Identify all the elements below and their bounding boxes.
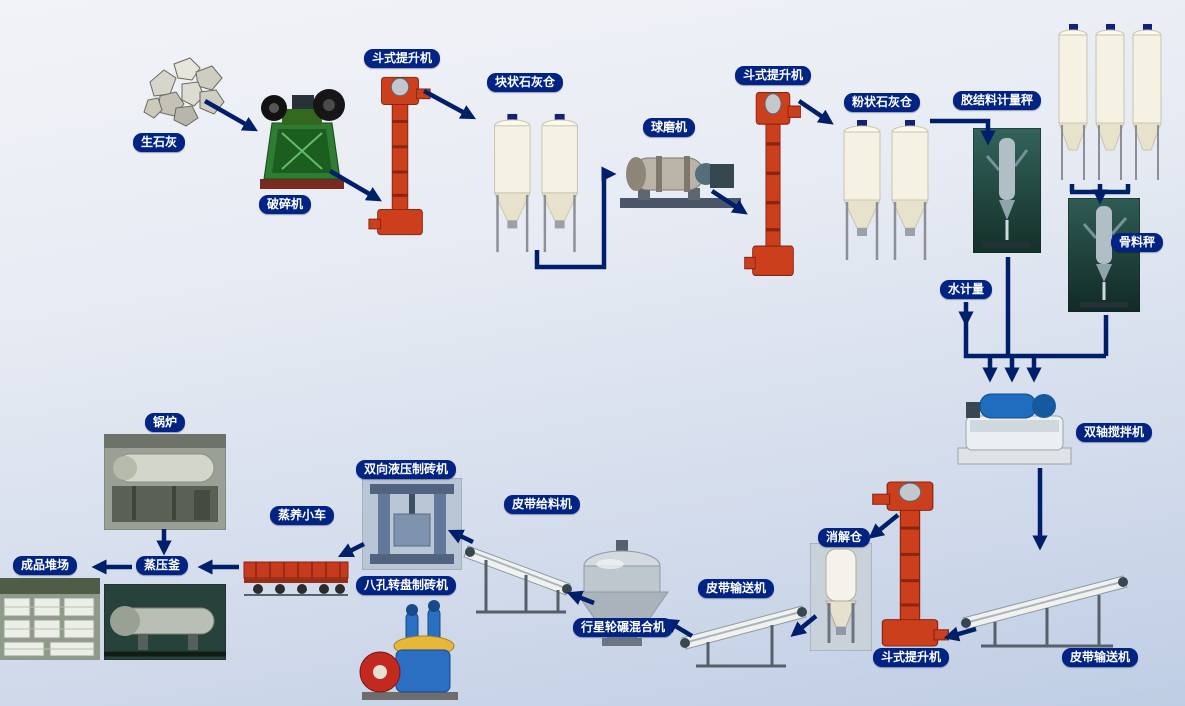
label-planetary-mixer: 行星轮碾混合机 bbox=[573, 618, 674, 637]
label-twin-shaft-mixer: 双轴搅拌机 bbox=[1076, 423, 1153, 442]
label-ball-mill: 球磨机 bbox=[643, 118, 696, 137]
hydraulic-brick-press-photo bbox=[362, 478, 462, 570]
triple-silos-illustration bbox=[1058, 22, 1166, 190]
label-belt-feeder: 皮带给料机 bbox=[504, 495, 581, 514]
belt-feeder-illustration bbox=[462, 520, 577, 620]
label-bucket-elevator-3: 斗式提升机 bbox=[873, 648, 950, 667]
label-product-yard: 成品堆场 bbox=[13, 556, 78, 575]
label-belt-conveyor-right: 皮带输送机 bbox=[1062, 648, 1139, 667]
jaw-crusher-illustration bbox=[252, 83, 352, 195]
label-curing-trolley: 蒸养小车 bbox=[270, 506, 335, 525]
bucket-elevator-2-illustration bbox=[742, 88, 804, 280]
belt-conveyor-mid-illustration bbox=[676, 578, 812, 670]
label-bucket-elevator-1: 斗式提升机 bbox=[364, 49, 441, 68]
planetary-mixer-illustration bbox=[572, 540, 672, 650]
label-hydraulic-brick-press: 双向液压制砖机 bbox=[356, 460, 457, 479]
autoclave-photo bbox=[104, 584, 226, 660]
label-bucket-elevator-2: 斗式提升机 bbox=[735, 66, 812, 85]
binder-metering-scale-photo bbox=[973, 128, 1041, 253]
belt-conveyor-right-illustration bbox=[955, 552, 1137, 650]
label-lump-lime-silo: 块状石灰仓 bbox=[487, 73, 564, 92]
digestion-silo-photo bbox=[810, 543, 872, 651]
label-digestion-silo: 消解仓 bbox=[818, 528, 871, 547]
lump-lime-silo-illustration bbox=[488, 112, 584, 260]
quicklime-rocks-illustration bbox=[140, 52, 232, 130]
label-autoclave: 蒸压釜 bbox=[136, 556, 189, 575]
product-yard-photo bbox=[0, 578, 100, 660]
twin-shaft-mixer-illustration bbox=[952, 382, 1077, 470]
label-belt-conveyor-mid: 皮带输送机 bbox=[698, 579, 775, 598]
aggregate-scale-photo bbox=[1068, 198, 1140, 312]
label-powder-lime-silo: 粉状石灰仓 bbox=[844, 93, 921, 112]
label-quicklime: 生石灰 bbox=[133, 133, 186, 152]
rotary-brick-press-illustration bbox=[358, 596, 462, 704]
label-water-metering: 水计量 bbox=[940, 280, 993, 299]
label-binder-metering-scale: 胶结料计量秤 bbox=[953, 91, 1042, 110]
powder-lime-silo-illustration bbox=[838, 118, 934, 268]
label-crusher: 破碎机 bbox=[259, 195, 312, 214]
bucket-elevator-1-illustration bbox=[366, 72, 434, 240]
label-rotary-brick-press: 八孔转盘制砖机 bbox=[356, 576, 457, 595]
ball-mill-illustration bbox=[618, 138, 743, 210]
curing-trolley-illustration bbox=[242, 548, 350, 600]
boiler-photo bbox=[104, 434, 226, 530]
label-boiler: 锅炉 bbox=[145, 413, 186, 432]
label-aggregate-scale: 骨料秤 bbox=[1111, 233, 1164, 252]
bucket-elevator-3-illustration bbox=[868, 478, 952, 650]
